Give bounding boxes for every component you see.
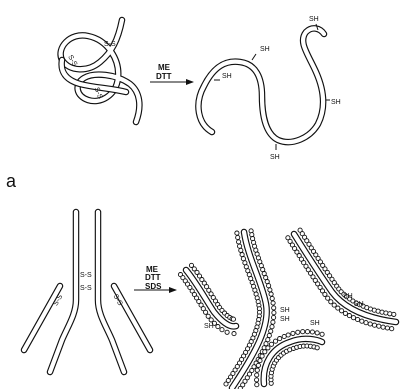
folded-protein	[61, 20, 140, 122]
sds-bead	[255, 378, 259, 382]
sds-bead	[265, 280, 269, 284]
sds-bead	[360, 319, 364, 323]
folded-bond-label-1: S-S	[104, 41, 116, 48]
sds-bead	[266, 346, 270, 350]
top-reagent-me: ME	[158, 63, 171, 72]
sds-bead	[392, 312, 396, 316]
sds-bead	[332, 303, 336, 307]
sds-bead	[364, 321, 368, 325]
reduced-protein	[198, 24, 330, 150]
sds-bead	[272, 315, 276, 319]
sds-bead	[351, 316, 355, 320]
bottom-reagent-sds: SDS	[145, 282, 162, 291]
reduced-sh-1: SH	[260, 46, 270, 53]
sds-bead	[256, 363, 260, 367]
sds-bead	[266, 338, 270, 342]
reduced-sh-5: SH	[270, 154, 280, 161]
sds-bead	[336, 306, 340, 310]
sds-bead	[238, 244, 242, 248]
antibody-bond-label-2: S-S	[80, 285, 92, 292]
sds-bead	[368, 322, 372, 326]
sds-bead	[267, 284, 271, 288]
panel-label: a	[6, 171, 17, 191]
sds-bead	[225, 330, 229, 334]
sds-bead	[270, 296, 274, 300]
sds-bead	[231, 317, 235, 321]
chain-sh-1: SH	[204, 323, 214, 330]
reduced-sh-4: SH	[331, 99, 341, 106]
sds-bead	[264, 342, 268, 346]
sds-bead	[305, 330, 309, 334]
sds-bead	[326, 296, 330, 300]
sds-bead	[377, 324, 381, 328]
sds-bead	[272, 306, 276, 310]
sds-bead	[224, 382, 228, 386]
sds-bead	[271, 301, 275, 305]
sds-bead	[269, 342, 273, 346]
sds-bead	[271, 320, 275, 324]
sds-bead	[385, 326, 389, 330]
sds-bead	[329, 300, 333, 304]
sds-bead	[240, 253, 244, 257]
sds-bead	[291, 331, 295, 335]
sds-bead	[269, 292, 273, 296]
top-reagent-dtt: DTT	[156, 72, 172, 81]
sds-bead	[323, 292, 327, 296]
sds-bead	[381, 325, 385, 329]
sds-bead	[255, 373, 259, 377]
sds-bead	[263, 350, 267, 354]
sds-bead	[241, 257, 245, 261]
sds-bead	[255, 368, 259, 372]
sds-bead	[204, 310, 208, 314]
sds-bead	[237, 240, 241, 244]
sds-bead	[206, 314, 210, 318]
chain-sh-2: SH	[280, 307, 290, 314]
sds-bead	[270, 325, 274, 329]
chain-sh-3: SH	[280, 316, 290, 323]
sds-bead	[343, 311, 347, 315]
sds-bead	[356, 317, 360, 321]
sds-bead	[239, 248, 243, 252]
antibody	[24, 212, 150, 372]
bottom-reagent-dtt: DTT	[145, 273, 161, 282]
sds-bead	[278, 337, 282, 341]
sds-bead	[258, 359, 262, 363]
reduced-sh-2: SH	[222, 73, 232, 80]
sds-bead	[310, 330, 314, 334]
sds-bead	[372, 323, 376, 327]
sds-bead	[267, 333, 271, 337]
chain-sh-5: SH	[354, 301, 364, 308]
sds-bead	[220, 328, 224, 332]
chain-sh-4: SH	[343, 293, 353, 300]
sds-bead	[268, 288, 272, 292]
sds-bead	[272, 311, 276, 315]
sds-bead	[255, 383, 259, 387]
antibody-bond-label-1: S-S	[80, 272, 92, 279]
sds-bead	[315, 331, 319, 335]
chain-sh-6: SH	[310, 320, 320, 327]
sds-bead	[273, 339, 277, 343]
sds-bead	[236, 235, 240, 239]
sds-bead	[296, 330, 300, 334]
sds-bead	[301, 330, 305, 334]
sds-bead	[390, 327, 394, 331]
sds-bead	[286, 333, 290, 337]
sds-bead	[235, 231, 239, 235]
sds-bead	[232, 332, 236, 336]
reduced-sh-3: SH	[309, 16, 319, 23]
sds-bead	[340, 309, 344, 313]
sds-bead	[388, 312, 392, 316]
sds-bead	[260, 354, 264, 358]
sds-bead	[315, 346, 319, 350]
sds-bead	[209, 318, 213, 322]
sds-bead	[216, 325, 220, 329]
sds-bead	[347, 314, 351, 318]
sds-bead	[269, 329, 273, 333]
sds-bead	[320, 332, 324, 336]
